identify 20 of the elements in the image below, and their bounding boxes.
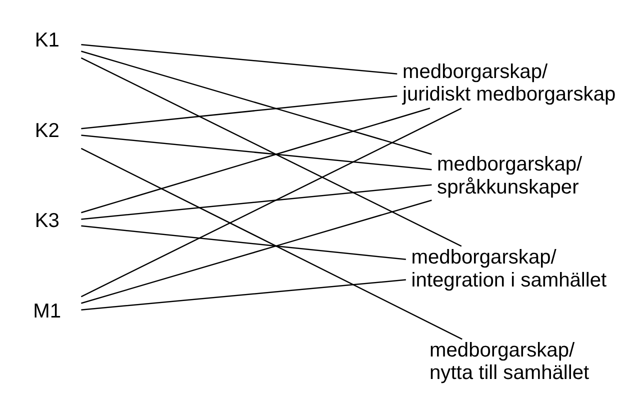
- connector: [80, 56, 462, 246]
- connector: [80, 107, 462, 297]
- connector: [81, 50, 432, 154]
- connector: [81, 278, 406, 310]
- connector: [81, 94, 398, 129]
- node-text: M1: [33, 300, 62, 322]
- node-text: medborgarskap/ språkkunskaper: [437, 153, 582, 198]
- node-text: K1: [34, 28, 60, 51]
- connector: [81, 199, 432, 304]
- connector: [81, 134, 432, 170]
- node-text: medborgarskap/ integration i samhället: [411, 246, 607, 291]
- node-text: K2: [34, 119, 60, 142]
- connector: [81, 44, 398, 74]
- node-text: K3: [34, 210, 60, 232]
- connector: [80, 147, 462, 340]
- connector: [81, 224, 406, 260]
- node-text: medborgarskap/ nytta till samhället: [430, 339, 590, 384]
- node-text: medborgarskap/ juridiskt medborgarskap: [402, 60, 616, 105]
- connector: [81, 107, 430, 213]
- connector: [81, 184, 432, 220]
